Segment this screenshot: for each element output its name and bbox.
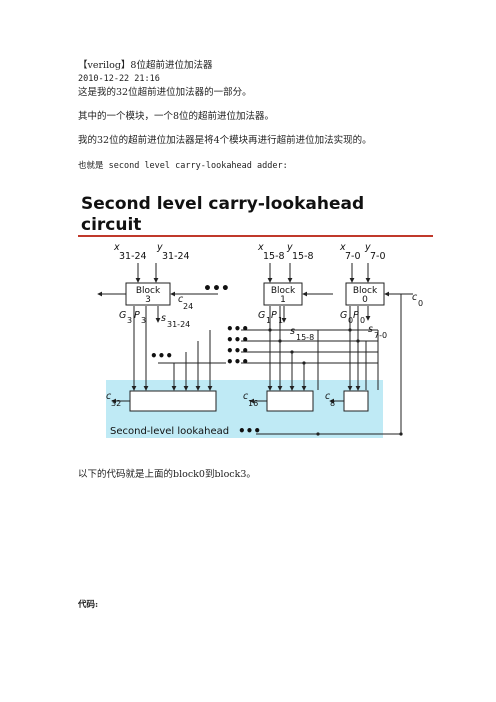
dots-left: ••• <box>150 349 173 363</box>
block0-c-sub: 0 <box>418 299 423 308</box>
paragraph-4: 也就是 second level carry-lookahead adder: <box>78 161 288 171</box>
block3-p-sub: 3 <box>141 316 146 325</box>
block1-s: s <box>290 326 295 337</box>
block3-s-sub: 31-24 <box>167 320 190 329</box>
block1-s-sub: 15-8 <box>296 333 314 342</box>
paragraph-3: 我的32位的超前进位加法器是将4个模块再进行超前进位加法实现的。 <box>78 135 372 146</box>
after-figure-text: 以下的代码就是上面的block0到block3。 <box>78 469 256 480</box>
lookahead-box-32 <box>129 390 217 412</box>
carry-c16-sub: 16 <box>248 399 258 408</box>
carry-c32-sub: 32 <box>111 399 121 408</box>
block0-y-sub: 7-0 <box>370 251 386 262</box>
post-title: 【verilog】8位超前进位加法器 <box>78 60 213 71</box>
block0-index: 0 <box>362 295 368 305</box>
block3-g-sub: 3 <box>127 316 132 325</box>
block1-label: Block <box>271 286 296 296</box>
block1-p: P <box>271 310 277 321</box>
block3-g: G <box>119 310 126 321</box>
block-1 <box>263 282 303 306</box>
lookahead-label: Second-level lookahead <box>110 426 229 437</box>
carry-c8: c <box>325 391 331 402</box>
block1-x-sub: 15-8 <box>263 251 285 262</box>
block0-x-sub: 7-0 <box>345 251 361 262</box>
block1-x-label: x <box>257 242 264 253</box>
figure-title-line1: Second level carry-lookahead <box>81 194 364 214</box>
carry-c32: c <box>106 391 112 402</box>
carry-c16: c <box>243 391 249 402</box>
block0-p: P <box>353 310 359 321</box>
block3-s: s <box>161 313 166 324</box>
block1-g: G <box>258 310 265 321</box>
block0-p-sub: 0 <box>360 316 365 325</box>
dots-row3: ••• <box>226 344 249 358</box>
dots-top: ••• <box>203 281 230 297</box>
dots-row1: ••• <box>226 322 249 336</box>
dots-bottom: ••• <box>238 424 261 438</box>
block3-label: Block <box>136 286 161 296</box>
block0-x-label: x <box>339 242 346 253</box>
block0-g-sub: 0 <box>348 316 353 325</box>
carry-lookahead-figure: Second level carry-lookahead circuit x 3… <box>78 194 433 438</box>
block0-y-label: y <box>364 242 371 253</box>
block1-g-sub: 1 <box>266 316 271 325</box>
dots-row4: ••• <box>226 355 249 369</box>
carry-c8-sub: 8 <box>330 399 335 408</box>
block-0 <box>345 282 385 306</box>
block1-index: 1 <box>280 295 286 305</box>
paragraph-1: 这是我的32位超前进位加法器的一部分。 <box>78 87 252 98</box>
block3-x-sub: 31-24 <box>119 251 147 262</box>
block3-c: c <box>178 294 184 305</box>
block1-y-sub: 15-8 <box>292 251 314 262</box>
lookahead-box-16 <box>266 390 314 412</box>
dots-row2: ••• <box>226 333 249 347</box>
post-datetime: 2010-12-22 21:16 <box>78 74 160 84</box>
block0-label: Block <box>353 286 378 296</box>
block0-c: c <box>412 292 418 303</box>
block3-x-label: x <box>113 242 120 253</box>
figure-title-line2: circuit <box>81 215 141 235</box>
block3-c-sub: 24 <box>183 302 193 311</box>
block3-index: 3 <box>145 295 151 305</box>
code-label: 代码: <box>78 600 99 610</box>
lookahead-box-8 <box>343 390 369 412</box>
block1-y-label: y <box>286 242 293 253</box>
block0-g: G <box>340 310 347 321</box>
paragraph-2: 其中的一个模块，一个8位的超前进位加法器。 <box>78 111 275 122</box>
block0-s-sub: 7-0 <box>374 331 387 340</box>
block3-y-sub: 31-24 <box>162 251 190 262</box>
block1-p-sub: 1 <box>278 316 283 325</box>
block3-y-label: y <box>156 242 163 253</box>
block3-p: P <box>134 310 140 321</box>
